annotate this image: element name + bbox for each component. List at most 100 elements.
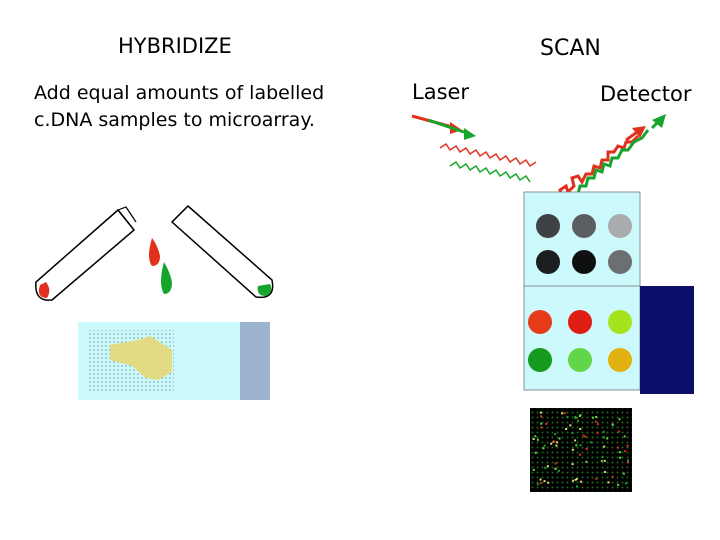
array-spot <box>608 310 632 334</box>
scan-speckle <box>574 415 577 418</box>
scan-speckle <box>554 433 557 436</box>
array-spot <box>536 214 560 238</box>
scan-speckle <box>561 412 564 415</box>
scan-speckle <box>542 447 545 450</box>
scan-speckle <box>618 430 621 433</box>
scan-speckle <box>565 428 568 431</box>
scan-speckle <box>577 419 580 422</box>
scan-speckle <box>539 482 542 485</box>
scan-speckle <box>566 416 569 419</box>
scan-speckle <box>595 415 598 418</box>
scan-speckle <box>579 444 582 447</box>
scan-speckle <box>627 461 630 464</box>
scan-speckle <box>626 444 629 447</box>
scan-speckle <box>574 439 577 442</box>
scan-array-top <box>523 191 641 291</box>
scan-speckle <box>602 436 605 439</box>
hybridization-probe-area <box>110 336 172 380</box>
scan-speckle <box>596 423 599 426</box>
microarray-scan-image <box>530 408 632 492</box>
array-spot <box>536 250 560 274</box>
scan-speckle <box>607 481 610 484</box>
scan-speckle <box>579 453 582 456</box>
scan-speckle <box>556 441 559 444</box>
scan-speckle <box>558 437 561 440</box>
right-test-tube <box>170 204 274 299</box>
scan-speckle <box>579 480 582 483</box>
scan-speckle <box>618 418 621 421</box>
hybridize-title: HYBRIDIZE <box>118 34 232 58</box>
scan-speckle <box>603 459 606 462</box>
scan-speckle <box>619 456 622 459</box>
scan-title: SCAN <box>540 36 601 61</box>
scan-speckle <box>547 481 550 484</box>
array-spot <box>608 348 632 372</box>
scan-speckle <box>594 420 597 423</box>
scan-speckle <box>616 446 619 449</box>
scan-speckle <box>622 472 625 475</box>
scan-speckle <box>539 415 542 418</box>
scan-speckle <box>532 468 535 471</box>
scan-speckle <box>554 462 557 465</box>
scan-speckle <box>585 448 588 451</box>
green-sample-in-tube <box>257 284 272 296</box>
scan-speckle <box>545 422 548 425</box>
green-drop-icon <box>161 262 172 294</box>
scan-speckle <box>563 412 566 415</box>
microarray-slide <box>78 322 270 400</box>
scan-speckle <box>569 424 572 427</box>
scan-speckle <box>555 444 558 447</box>
scan-speckle <box>572 479 575 482</box>
hybridize-description: Add equal amounts of labelled c.DNA samp… <box>34 82 325 131</box>
scan-speckle <box>534 451 537 454</box>
scan-speckle <box>574 416 577 419</box>
scan-speckle <box>617 483 620 486</box>
scan-speckle <box>600 459 603 462</box>
scan-speckle <box>536 438 539 441</box>
red-drop-icon <box>149 238 160 266</box>
detector-label: Detector <box>600 82 692 106</box>
scan-speckle <box>589 441 592 444</box>
scan-speckle <box>543 444 546 447</box>
scan-speckle <box>540 426 543 429</box>
array-spot <box>572 214 596 238</box>
scan-speckle <box>595 477 598 480</box>
scan-speckle <box>532 438 535 441</box>
scan-speckle <box>624 482 627 485</box>
array-spot <box>528 310 552 334</box>
scan-speckle <box>543 480 546 483</box>
scanner-side-block <box>640 286 694 394</box>
scan-speckle <box>575 478 578 481</box>
scan-speckle <box>596 431 599 434</box>
scan-speckle <box>579 427 582 430</box>
scan-speckle <box>544 466 547 469</box>
array-spot <box>572 250 596 274</box>
scan-speckle <box>571 432 574 435</box>
scan-speckle <box>574 478 577 481</box>
scan-speckle <box>571 448 574 451</box>
array-spot <box>568 348 592 372</box>
scan-speckle <box>582 434 585 437</box>
red-sample-in-tube <box>38 282 50 298</box>
laser-beam <box>411 114 537 183</box>
spot-grid-top <box>536 214 632 274</box>
scan-array-bottom <box>523 285 641 391</box>
scan-speckle <box>550 442 553 445</box>
scan-speckle <box>591 416 594 419</box>
scan-speckle <box>578 414 581 417</box>
scan-speckle <box>554 467 557 470</box>
scan-speckle <box>553 440 556 443</box>
scan-speckle <box>604 471 607 474</box>
scan-speckle <box>623 435 626 438</box>
scan-speckle <box>611 475 614 478</box>
scan-speckle <box>611 423 614 426</box>
left-test-tube <box>35 206 137 301</box>
scan-speckle <box>624 450 627 453</box>
spot-grid-bottom <box>528 310 632 372</box>
scan-speckle <box>618 451 621 454</box>
scan-speckle <box>627 459 630 462</box>
scan-speckle <box>534 435 537 438</box>
scan-speckle <box>576 485 579 488</box>
scan-speckle <box>603 445 606 448</box>
